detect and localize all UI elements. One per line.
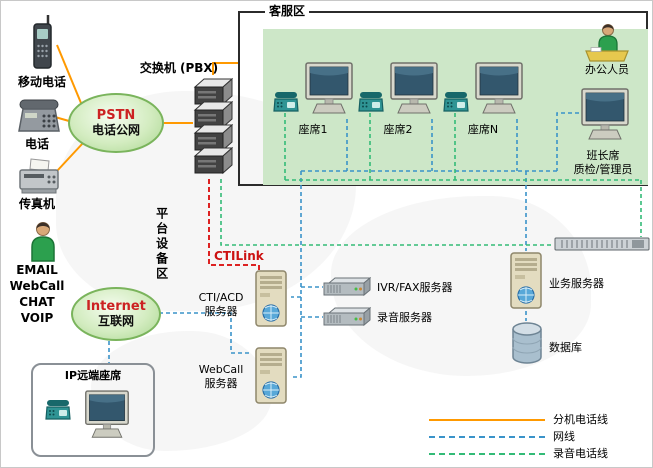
world-map-watermark [331,196,591,376]
network-lines [108,112,579,378]
recording-lines [220,113,642,246]
pstn-cloud-name: PSTN [96,107,136,123]
agent2-monitor-icon [388,61,440,119]
legend-network-line [429,436,545,438]
agent2-phone-icon [358,91,384,113]
supervisor-monitor-icon [579,87,631,145]
voice-logger-strip-icon [554,237,650,251]
internet-cloud-name: Internet [86,298,146,314]
legend-network-label: 网线 [553,430,575,443]
internet-user-icon [27,221,59,263]
desk-phone-icon [17,97,61,135]
agent1-monitor-icon [303,61,355,119]
database-icon [511,321,543,365]
legend-extension-label: 分机电话线 [553,413,608,426]
ivr-fax-server-icon [323,277,371,297]
channel-webcall-label: WebCall [9,279,65,293]
remote-agent-label: IP远端座席 [64,369,122,382]
fax-machine-icon [17,157,61,197]
cti-acd-server-icon [251,269,291,329]
legend-recording-line [429,453,545,455]
office-staff-label: 办公人员 [585,63,629,76]
ctilink-label: CTILink [214,249,264,263]
legend-recording-label: 录音电话线 [553,447,608,460]
pstn-cloud: PSTN 电话公网 [68,93,164,153]
webcall-server-icon [251,346,291,406]
pbx-label: 交换机 (PBX) [139,61,219,75]
supervisor-label: 班长席 质检/管理员 [573,149,633,177]
pstn-cloud-desc: 电话公网 [91,122,140,137]
ctilink-line [208,179,260,270]
agent1-label: 座席1 [298,123,328,136]
channel-chat-label: CHAT [19,295,55,309]
phone-label: 电话 [24,137,49,151]
remote-monitor-icon [83,389,131,443]
mobile-phone-icon [27,13,57,71]
platform-area-label: 平台设备区 [154,207,169,282]
recording-server-label: 录音服务器 [377,311,432,324]
channel-email-label: EMAIL [16,263,58,277]
internet-cloud: Internet 互联网 [71,287,161,341]
legend-extension-line [429,419,545,421]
business-server-icon [506,251,546,311]
office-staff-icon [584,23,630,63]
recording-server-icon [323,307,371,327]
agent2-label: 座席2 [383,123,413,136]
internet-cloud-desc: 互联网 [97,313,134,328]
mobile-phone-label: 移动电话 [17,75,66,89]
cti-acd-server-label: CTI/ACD 服务器 [198,291,244,319]
webcall-server-label: WebCall 服务器 [198,363,244,391]
service-area-label: 客服区 [265,4,310,20]
agentN-monitor-icon [473,61,525,119]
fax-label: 传真机 [18,197,55,211]
agent1-phone-icon [273,91,299,113]
pbx-switch-icon [191,77,233,177]
remote-agent-box: IP远端座席 [31,363,155,457]
agentN-label: 座席N [467,123,499,136]
database-label: 数据库 [549,341,582,354]
ivr-fax-server-label: IVR/FAX服务器 [377,281,453,294]
remote-phone-icon [45,399,71,421]
business-server-label: 业务服务器 [549,277,604,290]
agentN-phone-icon [443,91,469,113]
channel-voip-label: VOIP [20,311,54,325]
